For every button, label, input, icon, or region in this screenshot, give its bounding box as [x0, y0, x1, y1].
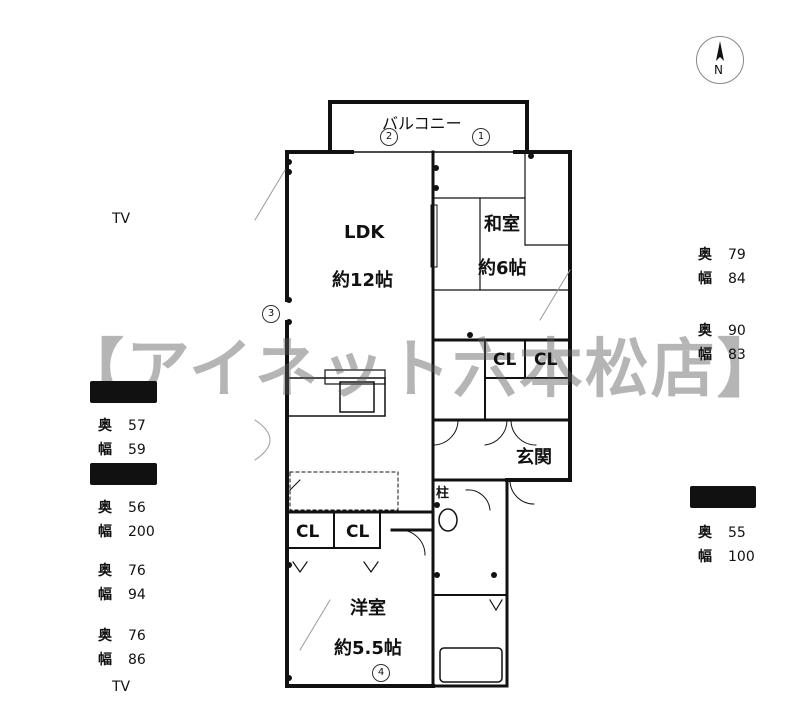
dimension-width: 幅 200 — [98, 521, 155, 541]
width-key: 幅 — [698, 271, 712, 287]
width-value: 200 — [128, 524, 155, 540]
balcony-label: バルコニー — [382, 114, 462, 133]
width-key: 幅 — [98, 587, 112, 603]
depth-key: 奥 — [98, 628, 112, 644]
compass-north-label: N — [714, 63, 723, 77]
width-key: 幅 — [698, 347, 712, 363]
watermark: 【アイネット六本松店】 — [60, 333, 783, 407]
tv-label: TV — [112, 211, 131, 227]
room-genkan: 玄関 — [516, 447, 552, 468]
dimension-depth: 奥 90 — [698, 320, 746, 340]
depth-value: 79 — [728, 247, 746, 263]
dimension-width: 幅 86 — [98, 649, 146, 669]
dimension-width: 幅 94 — [98, 584, 146, 604]
depth-key: 奥 — [98, 563, 112, 579]
dimension-depth: 奥 56 — [98, 497, 146, 517]
dimension-width: 幅 59 — [98, 439, 146, 459]
compass-icon: N — [696, 36, 744, 84]
width-key: 幅 — [698, 549, 712, 565]
depth-value: 90 — [728, 323, 746, 339]
depth-key: 奥 — [698, 247, 712, 263]
dimension-width: 幅 84 — [698, 268, 746, 288]
closet-label: CL — [346, 522, 370, 542]
depth-value: 55 — [728, 525, 746, 541]
width-value: 84 — [728, 271, 746, 287]
closet-label: CL — [296, 522, 320, 542]
room-washitsu-name: 和室 — [484, 214, 520, 235]
depth-value: 56 — [128, 500, 146, 516]
dimension-depth: 奥 76 — [98, 560, 146, 580]
depth-value: 57 — [128, 418, 146, 434]
dimension-depth: 奥 79 — [698, 244, 746, 264]
window-marker-2: 2 — [380, 128, 398, 146]
depth-value: 76 — [128, 628, 146, 644]
width-key: 幅 — [98, 442, 112, 458]
depth-key: 奥 — [98, 418, 112, 434]
column-label: 柱 — [436, 482, 450, 501]
width-key: 幅 — [98, 652, 112, 668]
window-marker-3: 3 — [262, 305, 280, 323]
depth-key: 奥 — [698, 525, 712, 541]
width-key: 幅 — [98, 524, 112, 540]
dimension-width: 幅 83 — [698, 344, 746, 364]
depth-key: 奥 — [98, 500, 112, 516]
width-value: 59 — [128, 442, 146, 458]
room-washitsu-size: 約6帖 — [478, 258, 527, 279]
dimension-width: 幅 100 — [698, 546, 755, 566]
furniture-badge — [690, 486, 756, 508]
room-ldk-size: 約12帖 — [332, 270, 394, 291]
depth-key: 奥 — [698, 323, 712, 339]
furniture-badge — [90, 381, 157, 403]
room-youshitsu-name: 洋室 — [350, 598, 386, 619]
dimension-depth: 奥 57 — [98, 415, 146, 435]
closet-label: CL — [534, 350, 558, 370]
room-ldk-name: LDK — [344, 222, 385, 243]
width-value: 86 — [128, 652, 146, 668]
depth-value: 76 — [128, 563, 146, 579]
closet-label: CL — [493, 350, 517, 370]
window-marker-1: 1 — [472, 128, 490, 146]
window-marker-4: 4 — [372, 664, 390, 682]
width-value: 94 — [128, 587, 146, 603]
room-youshitsu-size: 約5.5帖 — [334, 638, 402, 659]
width-value: 100 — [728, 549, 755, 565]
dimension-depth: 奥 76 — [98, 625, 146, 645]
furniture-badge — [90, 463, 157, 485]
dimension-depth: 奥 55 — [698, 522, 746, 542]
tv-label: TV — [112, 679, 131, 695]
width-value: 83 — [728, 347, 746, 363]
